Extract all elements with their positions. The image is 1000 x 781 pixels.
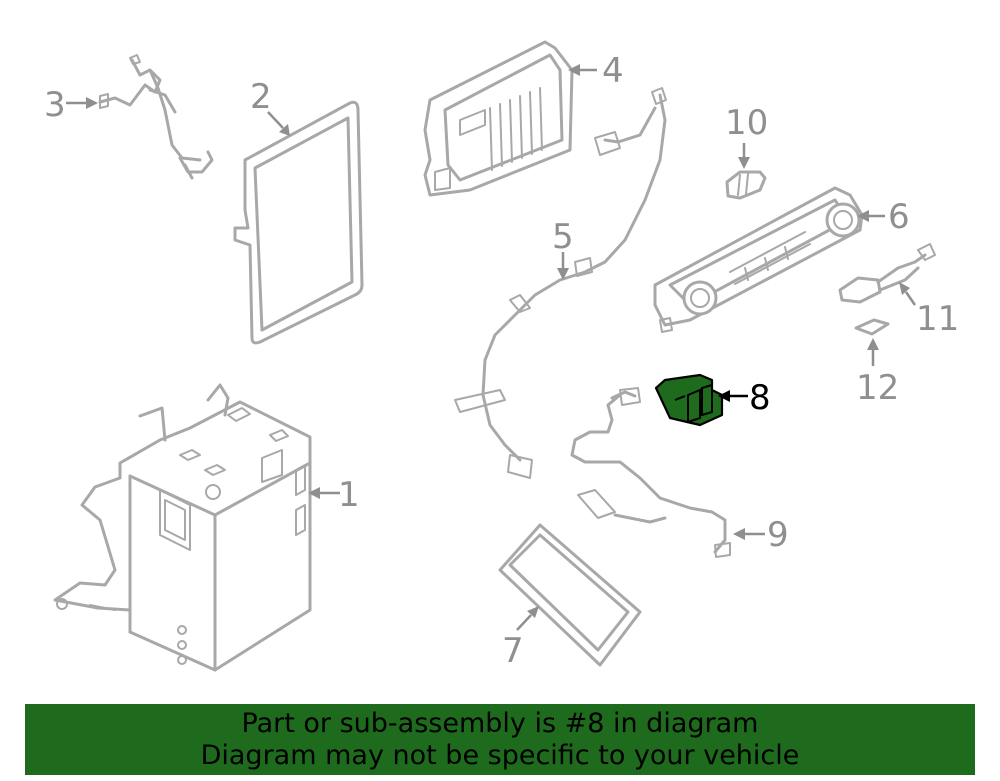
callout-8: 8 bbox=[749, 378, 771, 418]
callout-5: 5 bbox=[552, 217, 574, 257]
callout-4: 4 bbox=[602, 51, 624, 91]
banner-line-2: Diagram may not be specific to your vehi… bbox=[200, 739, 800, 771]
info-banner: Part or sub-assembly is #8 in diagram Di… bbox=[25, 704, 975, 775]
part-11-lead[interactable] bbox=[838, 243, 936, 304]
callout-11: 11 bbox=[916, 299, 959, 339]
callout-10: 10 bbox=[725, 103, 768, 143]
callout-3: 3 bbox=[44, 85, 66, 125]
part-6-control-panel[interactable] bbox=[653, 186, 864, 333]
part-1-module-housing[interactable] bbox=[53, 383, 312, 672]
part-5-harness[interactable] bbox=[454, 87, 667, 479]
parts-diagram: 1 2 3 4 5 6 7 8 9 10 11 12 bbox=[44, 40, 959, 672]
part-3-harness[interactable] bbox=[98, 54, 214, 180]
callout-1: 1 bbox=[338, 475, 360, 515]
part-12-clip[interactable] bbox=[854, 318, 890, 336]
part-2-panel[interactable] bbox=[233, 100, 364, 345]
part-4-control-unit[interactable] bbox=[423, 40, 574, 197]
part-10-cap[interactable] bbox=[725, 170, 767, 200]
leader-lines bbox=[66, 64, 917, 631]
callout-2: 2 bbox=[250, 77, 272, 117]
part-8-bracket[interactable] bbox=[654, 373, 724, 427]
callout-6: 6 bbox=[888, 197, 910, 237]
callout-9: 9 bbox=[767, 515, 789, 555]
callout-12: 12 bbox=[856, 368, 899, 408]
banner-line-1: Part or sub-assembly is #8 in diagram bbox=[241, 707, 759, 739]
part-7-plate[interactable] bbox=[498, 523, 642, 667]
part-9-harness[interactable] bbox=[570, 387, 731, 558]
callout-7: 7 bbox=[502, 631, 524, 671]
